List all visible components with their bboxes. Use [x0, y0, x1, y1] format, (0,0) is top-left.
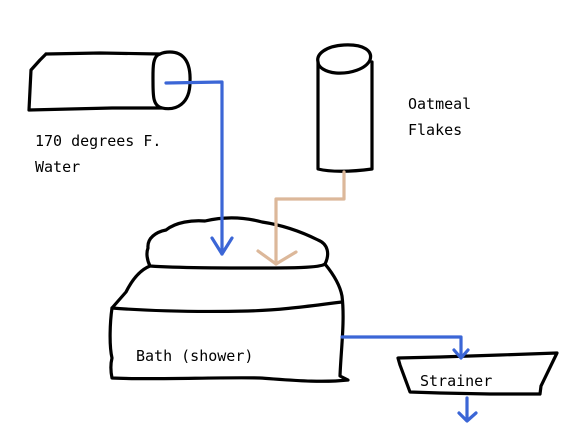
- strainer-label: Strainer: [420, 372, 493, 390]
- water-label-line2: Water: [35, 158, 81, 176]
- oatmeal-flow-arrow: [256, 170, 346, 266]
- oatmeal-label-line2: Flakes: [408, 121, 463, 139]
- oatmeal-container: [316, 43, 374, 173]
- bath-inner-line: [110, 300, 344, 313]
- oatmeal-label-line1: Oatmeal: [408, 95, 472, 113]
- strainer-shape: [396, 351, 559, 396]
- oatmeal-container-body: [316, 60, 374, 173]
- drain-flow-arrow: [340, 335, 470, 360]
- drain-flow-line: [340, 335, 463, 358]
- water-flow-arrowhead: [210, 236, 234, 256]
- drain-flow-arrowhead: [452, 348, 470, 360]
- oatmeal-container-top: [316, 43, 373, 75]
- water-tank-end: [151, 50, 192, 111]
- water-tank-body: [27, 51, 164, 112]
- strainer-output-arrow: [457, 396, 478, 423]
- water-flow-line: [164, 80, 224, 256]
- water-tank: [27, 50, 192, 112]
- water-flow-arrow: [164, 80, 234, 256]
- bath-vessel: [108, 216, 350, 383]
- bath-label: Bath (shower): [136, 347, 254, 365]
- water-label-line1: 170 degrees F.: [35, 132, 162, 150]
- strainer-output-arrowhead: [457, 411, 478, 423]
- strainer-tray: [396, 351, 559, 396]
- oatmeal-flow-line: [274, 170, 346, 266]
- oatmeal-flow-arrowhead: [256, 249, 298, 266]
- bath-body: [108, 262, 350, 383]
- bath-top-mound: [145, 216, 330, 270]
